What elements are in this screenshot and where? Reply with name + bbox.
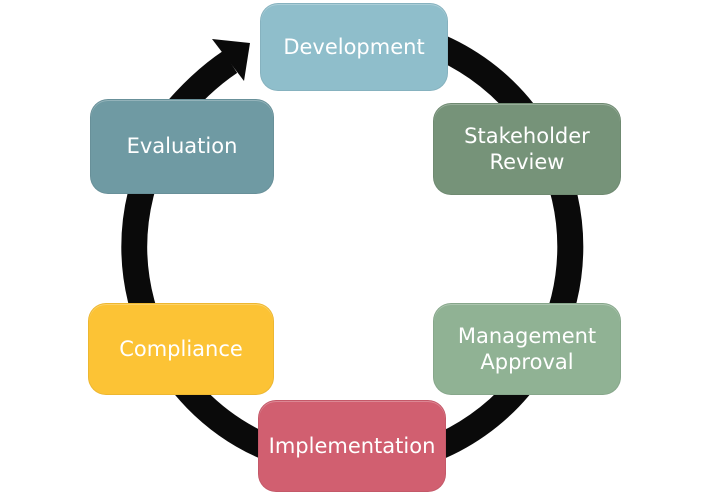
- cycle-step-label: Development: [283, 34, 425, 59]
- cycle-step-stakeholder-review: Stakeholder Review: [433, 103, 621, 195]
- cycle-step-label: Implementation: [268, 433, 436, 458]
- cycle-arrow-ring: [121, 15, 584, 478]
- cycle-step-implementation: Implementation: [258, 400, 446, 492]
- cycle-step-label: Management Approval: [457, 323, 597, 374]
- cycle-step-label: Stakeholder Review: [464, 123, 590, 174]
- cycle-arrow-head: [212, 39, 250, 81]
- cycle-step-label: Compliance: [119, 336, 243, 361]
- cycle-step-management-approval: Management Approval: [433, 303, 621, 395]
- cycle-step-development: Development: [260, 3, 448, 91]
- cycle-step-label: Evaluation: [126, 134, 238, 159]
- cycle-step-evaluation: Evaluation: [90, 99, 274, 194]
- cycle-step-compliance: Compliance: [88, 303, 274, 395]
